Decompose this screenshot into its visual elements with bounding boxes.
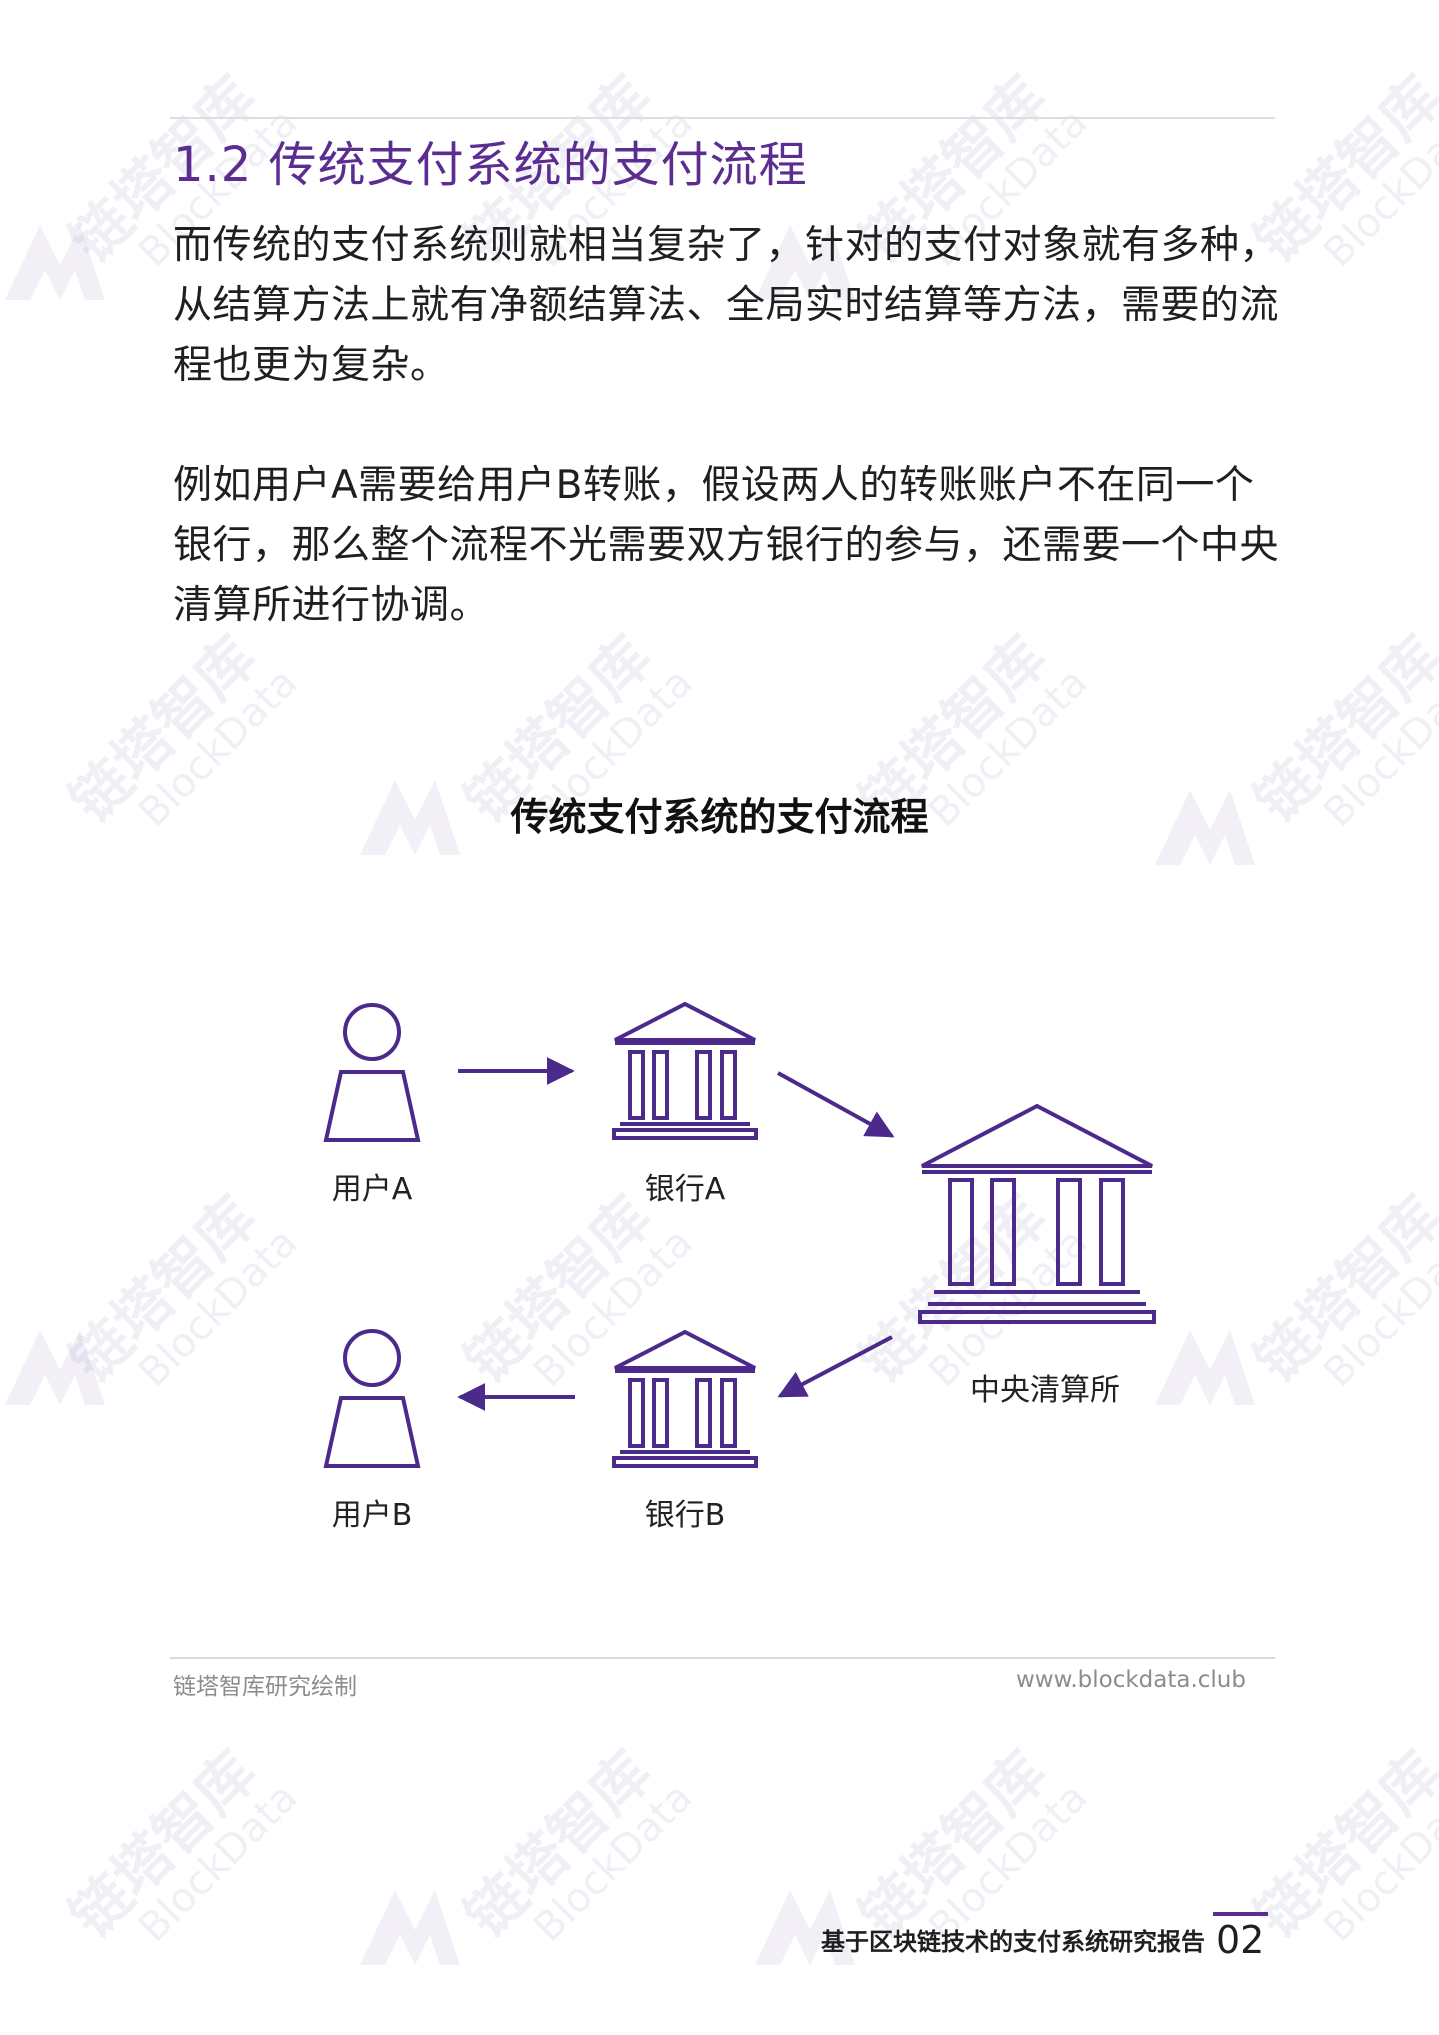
- paragraph-1: 而传统的支付系统则就相当复杂了，针对的支付对象就有多种，从结算方法上就有净额结算…: [173, 223, 1280, 388]
- user-b-icon: [323, 1329, 421, 1468]
- bank-a-label: 银行A: [645, 1172, 726, 1207]
- bank-b-icon: [612, 1329, 758, 1468]
- paragraph-2: 例如用户A需要给用户B转账，假设两人的转账账户不在同一个银行，那么整个流程不光需…: [173, 463, 1280, 628]
- arrow-bank-a-to-clearing-house: [777, 1071, 895, 1138]
- header-divider: [170, 117, 1275, 119]
- page-number-accent: [1213, 1912, 1268, 1916]
- clearing-house-label: 中央清算所: [970, 1373, 1120, 1408]
- website-url: www.blockdata.club: [1016, 1667, 1246, 1693]
- user-b-label: 用户B: [332, 1498, 413, 1533]
- figure-credit: 链塔智库研究绘制: [173, 1674, 357, 1700]
- section-title: 1.2 传统支付系统的支付流程: [173, 137, 808, 193]
- user-a-label: 用户A: [332, 1172, 413, 1207]
- bank-a-icon: [612, 1001, 758, 1140]
- clearing-house-icon: [918, 1103, 1156, 1324]
- bank-b-label: 银行B: [645, 1498, 726, 1533]
- footer-divider: [170, 1657, 1275, 1659]
- report-title: 基于区块链技术的支付系统研究报告: [821, 1928, 1205, 1956]
- page-number: 02: [1216, 1918, 1265, 1962]
- diagram-title: 传统支付系统的支付流程: [510, 795, 929, 839]
- arrow-clearing-house-to-bank-b: [777, 1335, 893, 1398]
- user-a-icon: [323, 1003, 421, 1142]
